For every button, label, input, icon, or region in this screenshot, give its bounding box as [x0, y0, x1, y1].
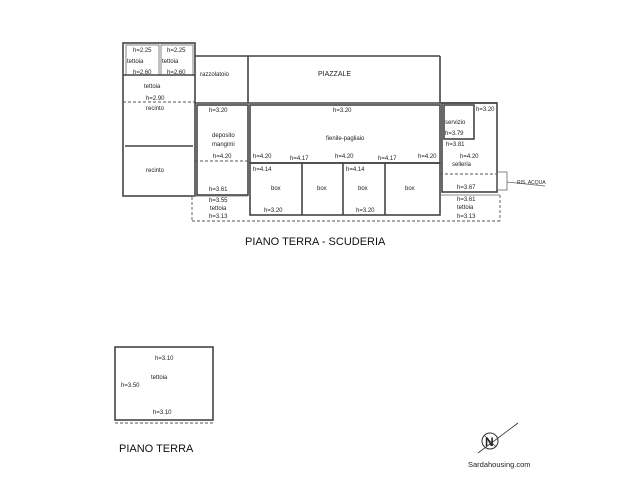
tettoia-plan: h=3.10 tettoia h=3.50 h=3.10	[114, 346, 214, 424]
height-label: h=3.79	[445, 131, 464, 137]
height-label: h=2.90	[146, 96, 165, 102]
height-label: h=3.20	[476, 107, 495, 113]
room-label-recinto: recinto	[146, 106, 165, 112]
height-label: h=3.10	[153, 410, 172, 416]
room-label-box: box	[358, 186, 368, 192]
room-label-deposito: deposito	[212, 133, 235, 139]
scuderia-walls	[122, 42, 546, 222]
height-label: h=4.20	[418, 154, 437, 160]
label-ris-acqua: RIS. ACQUA	[517, 180, 546, 186]
room-label-box: box	[405, 186, 415, 192]
height-label: h=3.20	[356, 208, 375, 214]
room-label-recinto: recinto	[146, 168, 165, 174]
room-label-tettoia: tettoia	[144, 84, 161, 90]
height-label: h=4.20	[460, 154, 479, 160]
room-label-tettoia: tettoia	[151, 375, 168, 381]
height-label: h=4.17	[290, 156, 309, 162]
height-label: h=4.20	[253, 154, 272, 160]
room-label-selleria: selleria	[452, 162, 472, 168]
room-label-tettoia: tettoia	[162, 59, 179, 65]
height-label: h=3.67	[457, 185, 476, 191]
room-label-servizio: servizio	[445, 120, 466, 126]
height-label: h=4.14	[346, 167, 365, 173]
room-label-tettoia: tettoia	[457, 205, 474, 211]
svg-text:N: N	[485, 435, 494, 449]
room-label-razzolatoio: razzolatoio	[200, 72, 230, 78]
height-label: h=4.20	[213, 154, 232, 160]
height-label: h=3.61	[209, 187, 228, 193]
height-label: h=2.25	[133, 48, 152, 54]
plan-title-piano-terra: PIANO TERRA	[119, 443, 194, 455]
height-label: h=3.20	[209, 108, 228, 114]
plan-title-scuderia: PIANO TERRA - SCUDERIA	[245, 236, 386, 248]
room-label-box: box	[271, 186, 281, 192]
watermark-sardahousing: Sardahousing.com	[468, 460, 531, 469]
room-label-mangimi: mangimi	[212, 142, 235, 148]
room-label-box: box	[317, 186, 327, 192]
height-label: h=4.14	[253, 167, 272, 173]
height-label: h=3.20	[333, 108, 352, 114]
height-label: h=3.13	[209, 214, 228, 220]
height-label: h=2.25	[167, 48, 186, 54]
height-label: h=3.13	[457, 214, 476, 220]
room-label-tettoia: tettoia	[210, 206, 227, 212]
height-label: h=3.61	[457, 197, 476, 203]
height-label: h=2.60	[133, 70, 152, 76]
height-label: h=3.50	[121, 383, 140, 389]
height-label: h=4.17	[378, 156, 397, 162]
height-label: h=4.20	[335, 154, 354, 160]
room-label-tettoia: tettoia	[127, 59, 144, 65]
north-compass-icon: N	[477, 422, 519, 454]
height-label: h=3.81	[446, 142, 465, 148]
scuderia-labels: h=2.25 h=2.25 tettoia tettoia h=2.60 h=2…	[127, 48, 546, 220]
height-label: h=3.55	[209, 198, 228, 204]
room-label-piazzale: PIAZZALE	[318, 71, 351, 78]
height-label: h=3.10	[155, 356, 174, 362]
room-label-fienile-pagliaio: fienile-pagliaio	[326, 136, 365, 142]
height-label: h=3.20	[264, 208, 283, 214]
height-label: h=2.60	[167, 70, 186, 76]
